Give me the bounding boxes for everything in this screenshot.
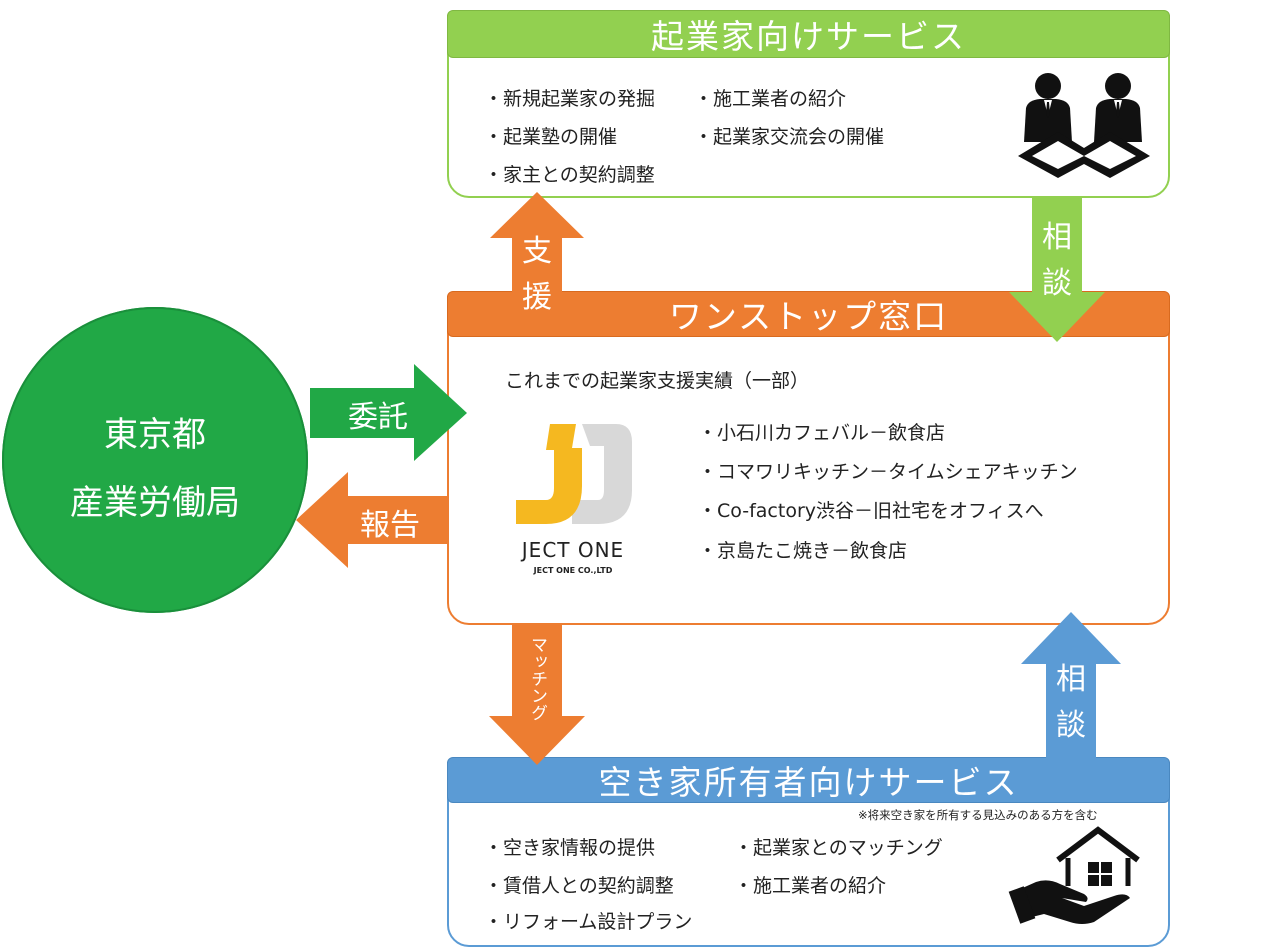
- owner-item: ・空き家情報の提供: [484, 837, 656, 859]
- matching-label: マッチング: [527, 636, 547, 721]
- support-label-2: 援: [522, 280, 552, 315]
- entrepreneur-service-header: 起業家向けサービス: [447, 10, 1170, 58]
- consult-bottom-label-2: 談: [1056, 708, 1086, 743]
- owner-item: ・リフォーム設計プラン: [484, 911, 693, 933]
- report-label: 報告: [360, 508, 420, 543]
- owner-item: ・起業家とのマッチング: [734, 837, 943, 859]
- tokyo-bureau-line2: 産業労働局: [70, 483, 240, 523]
- entrepreneur-item: ・起業塾の開催: [484, 126, 618, 148]
- business-meeting-icon: [1018, 73, 1150, 178]
- one-stop-title: ワンストップ窓口: [668, 297, 949, 336]
- entrepreneur-service-title: 起業家向けサービス: [651, 17, 966, 56]
- commission-arrow: [310, 364, 467, 461]
- owner-item: ・施工業者の紹介: [734, 875, 887, 897]
- owner-service-note: ※将来空き家を所有する見込みのある方を含む: [858, 808, 1098, 822]
- entrepreneur-item: ・新規起業家の発掘: [484, 88, 656, 110]
- commission-label: 委託: [348, 400, 408, 435]
- entrepreneur-item: ・施工業者の紹介: [694, 88, 847, 110]
- consult-top-label-1: 相: [1042, 220, 1072, 255]
- entrepreneur-item: ・家主との契約調整: [484, 164, 655, 186]
- report-arrow: [296, 472, 448, 568]
- house-hand-icon: [1008, 826, 1140, 924]
- achievement-item: ・コマワリキッチン－タイムシェアキッチン: [698, 461, 1078, 483]
- achievement-item: ・京島たこ焼き－飲食店: [698, 540, 908, 562]
- achievement-item: ・Co-factory渋谷－旧社宅をオフィスへ: [698, 500, 1044, 522]
- owner-service-header: 空き家所有者向けサービス: [447, 757, 1170, 803]
- support-arrow: [490, 192, 584, 292]
- logo-subtext: JECT ONE CO.,LTD: [533, 566, 613, 575]
- achievements-subtitle: これまでの起業家支援実績（一部）: [505, 370, 810, 392]
- support-label-1: 支: [522, 234, 552, 269]
- consult-bottom-label-1: 相: [1056, 662, 1086, 697]
- consult-top-label-2: 談: [1042, 266, 1072, 301]
- logo-text: JECT ONE: [521, 538, 625, 562]
- consult-bottom-arrow: [1021, 612, 1121, 758]
- entrepreneur-item: ・起業家交流会の開催: [694, 126, 885, 148]
- achievement-item: ・小石川カフェバル－飲食店: [698, 422, 946, 444]
- tokyo-bureau-line1: 東京都: [104, 415, 206, 455]
- consult-top-arrow: [1009, 198, 1105, 342]
- owner-service-title: 空き家所有者向けサービス: [598, 763, 1019, 802]
- ject-one-logo-icon: [516, 424, 632, 524]
- tokyo-bureau-circle: 東京都 産業労働局: [2, 307, 308, 613]
- owner-item: ・賃借人との契約調整: [484, 875, 674, 897]
- matching-arrow: [489, 624, 585, 765]
